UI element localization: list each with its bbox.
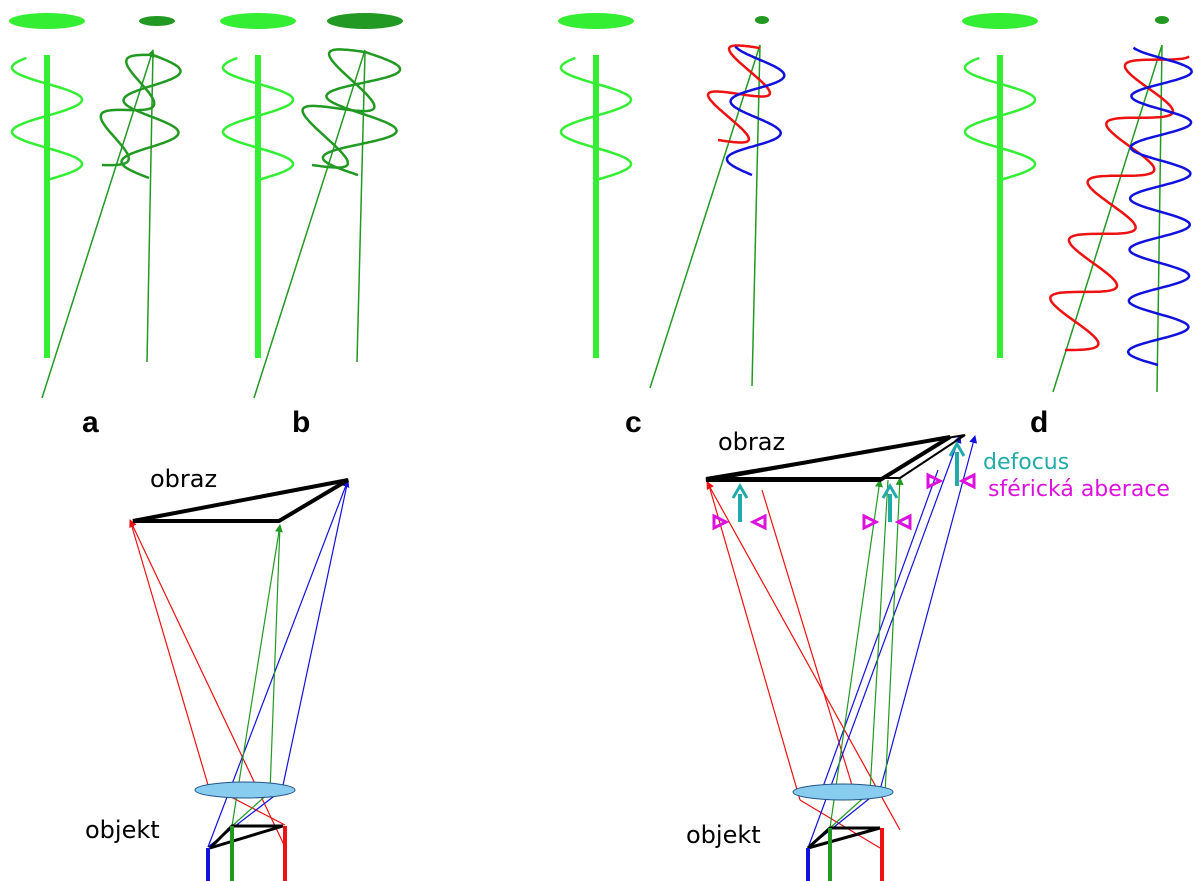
defocus-marker-1 [731,483,749,522]
spot-d-reference [962,13,1038,29]
panel-label-c: c [625,406,642,439]
ray-red-a [706,481,901,831]
image-label-left: obraz [150,465,217,493]
spot-d-focused [1155,16,1169,24]
ray-blue-c [879,435,978,791]
wave-d-blue [1126,46,1193,367]
wave-b-oblique [301,48,376,169]
image-triangle-left [132,478,350,523]
spot-c-reference [558,13,634,29]
spherical-aberration-label: sférická aberace [988,477,1170,502]
object-triangle-left [208,824,284,850]
wave-a-axial [120,53,182,180]
ray-b-axial [356,51,366,363]
panel-label-b: b [292,406,310,439]
ray-b-oblique [253,49,366,399]
ray-red-b [799,799,881,849]
spot-c-focused [755,16,769,24]
ray-green-a [829,479,883,829]
ray-green-d [884,477,904,796]
wave-panels: a b c d [9,13,1193,439]
imaging-aberrated: obraz [686,428,1170,881]
ray-green-1 [231,524,283,827]
ray-blue-3 [281,479,349,791]
wave-d-reference [963,56,1037,182]
ray-c-oblique [649,44,761,389]
object-label-right: objekt [686,821,761,849]
image-triangle-right-2 [705,434,966,479]
wave-d-red [1049,55,1190,352]
spot-a-reference [9,13,85,29]
spot-b-blurred [327,13,403,29]
panel-label-a: a [82,406,99,439]
ray-a-axial [146,51,154,363]
imaging-ideal: obraz objekt [85,465,350,881]
image-label-right: obraz [718,428,785,456]
ray-c-axial [751,44,761,387]
waves [10,44,1193,367]
object-triangle-right [806,826,881,850]
wave-a-reference [10,56,84,182]
spot-a-focused [139,16,175,26]
spot-b-reference [220,13,296,29]
ray-d-axial [1156,44,1163,393]
defocus-label: defocus [983,450,1069,475]
ray-d-oblique [1052,44,1163,393]
panel-label-d: d [1030,406,1048,439]
ray-red-d [761,489,856,796]
lens-right [792,783,894,801]
defocus-marker-2 [881,483,899,522]
wave-c-blue [725,45,786,177]
wave-b-reference [221,56,295,182]
ray-a-oblique [41,49,155,399]
defocus-marker-3 [948,441,966,486]
ray-blue-a [807,435,962,849]
ray-green-3 [269,524,281,793]
object-label-left: objekt [85,816,160,844]
spherical-aberration-marker-1 [712,513,767,531]
ray-green-c [869,479,889,793]
wave-b-axial [321,50,402,177]
ray-red-c [707,481,801,801]
lens-left [194,781,296,799]
spherical-aberration-marker-3 [926,472,976,490]
ray-red-3 [129,519,209,786]
wave-c-reference [559,56,633,182]
spherical-aberration-marker-2 [862,513,912,531]
